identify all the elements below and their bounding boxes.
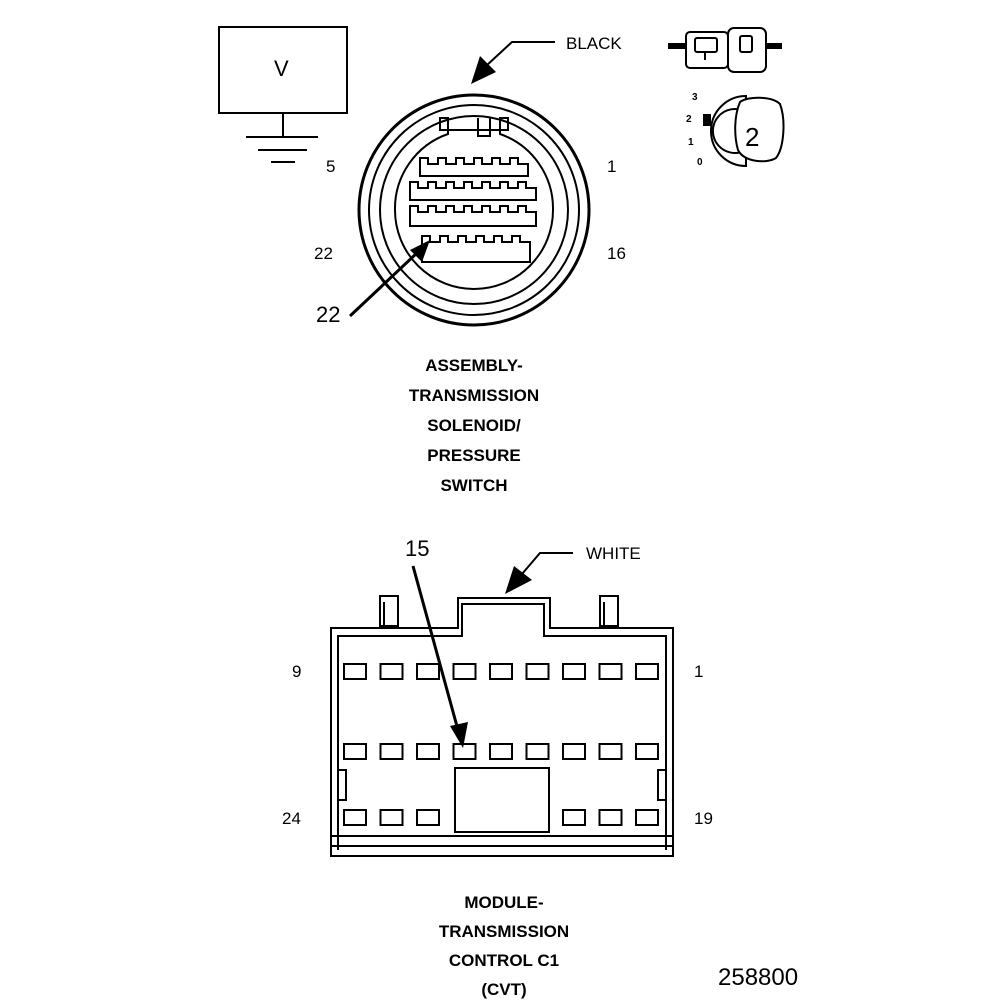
connector2-diagram	[330, 552, 674, 857]
connector1-title: ASSEMBLY- TRANSMISSION SOLENOID/ PRESSUR…	[374, 351, 574, 501]
connector1-callout: 22	[316, 302, 341, 327]
connector1-pin-5-label: 5	[326, 157, 336, 176]
connector1-pin-16-label: 16	[607, 244, 626, 263]
connector1-color-label: BLACK	[566, 34, 622, 53]
connector2-title-line: MODULE-	[464, 893, 544, 912]
connector2-pin-cavity	[635, 743, 659, 760]
connector2-pin-24-label: 24	[282, 809, 301, 828]
connector2-pin-cavity	[489, 743, 513, 760]
connector2-pin-19-label: 19	[694, 809, 713, 828]
connector2-title-line: CONTROL C1	[448, 951, 560, 970]
probe-icon	[668, 27, 782, 73]
dial-icon	[703, 94, 785, 168]
voltmeter-label: V	[274, 56, 289, 81]
connector1-pin-22-label: 22	[314, 244, 333, 263]
connector1-title-line: SOLENOID/	[427, 416, 521, 435]
connector2-pin-cavity	[562, 809, 586, 826]
figure-number: 258800	[718, 964, 799, 991]
connector1-title-line: ASSEMBLY-	[425, 356, 523, 375]
connector2-pin-cavity	[416, 663, 440, 680]
dial-number: 2	[745, 122, 760, 152]
connector2-pin-cavity	[525, 743, 550, 760]
dial-scale-1: 1	[688, 137, 694, 148]
connector2-pin-cavity	[562, 663, 586, 680]
connector2-title-line: (CVT)	[481, 980, 527, 999]
connector1-title-line: PRESSURE	[427, 446, 521, 465]
connector1-pin-1-label: 1	[607, 157, 617, 176]
connector2-color-label: WHITE	[586, 544, 641, 563]
connector2-pin-cavity	[598, 743, 623, 760]
connector2-pin-1-label: 1	[694, 662, 704, 681]
connector1-title-line: TRANSMISSION	[408, 386, 540, 405]
connector2-pin-cavity	[635, 809, 659, 826]
voltmeter-icon	[218, 26, 348, 163]
connector2-pin-cavity	[379, 743, 404, 760]
connector2-pin-cavity	[452, 743, 477, 760]
connector2-pin-cavity	[343, 743, 367, 760]
dial-scale-0: 0	[697, 157, 703, 168]
connector2-pin-9-label: 9	[292, 662, 302, 681]
connector2-pin-cavity	[598, 809, 623, 826]
connector2-pin-cavity	[525, 663, 550, 680]
connector2-pin-cavity	[416, 743, 440, 760]
connector2-pin-cavity	[489, 663, 513, 680]
connector1-title-line: SWITCH	[440, 476, 508, 495]
connector2-pin-cavity	[379, 663, 404, 680]
connector2-pin-cavity	[343, 809, 367, 826]
connector1-diagram	[348, 41, 591, 327]
connector2-pin-cavity	[562, 743, 586, 760]
connector2-title: MODULE- TRANSMISSION CONTROL C1 (CVT)	[404, 888, 604, 1004]
dial-scale-2: 2	[686, 114, 692, 125]
dial-scale-3: 3	[692, 92, 698, 103]
connector2-callout: 15	[405, 536, 430, 561]
connector2-pin-cavity	[598, 663, 623, 680]
connector2-pin-cavity	[379, 809, 404, 826]
connector2-pin-cavity	[416, 809, 440, 826]
connector2-pin-cavity	[343, 663, 367, 680]
connector2-pin-cavity	[452, 663, 477, 680]
connector2-pin-cavity	[635, 663, 659, 680]
connector2-title-line: TRANSMISSION	[438, 922, 570, 941]
